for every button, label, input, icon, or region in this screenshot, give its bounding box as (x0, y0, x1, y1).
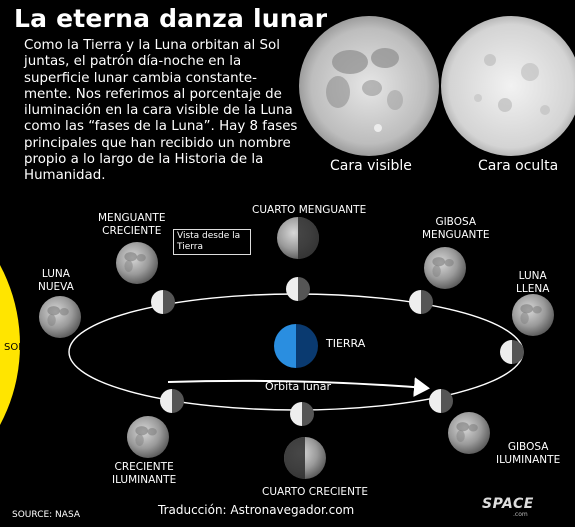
space-logo: SPACE (482, 496, 534, 512)
label-gibosa-iluminante: GIBOSA ILUMINANTE (496, 441, 561, 466)
translation-credit: Traducción: Astronavegador.com (158, 503, 355, 517)
source-note: SOURCE: NASA (12, 510, 80, 520)
label-creciente-iluminante: CRECIENTE ILUMINANTE (112, 461, 177, 486)
label-luna-nueva: LUNA NUEVA (38, 268, 74, 293)
label-cuarto-menguante: CUARTO MENGUANTE (252, 204, 367, 216)
orbit-moon-creciente-iluminante (160, 389, 184, 413)
orbit-moon-nueva (151, 290, 175, 314)
phase-moon-luna-llena (512, 294, 554, 336)
phase-moon-menguante-creciente (116, 242, 158, 284)
caption-visible-side: Cara visible (330, 158, 412, 174)
space-logo-suffix: .com (513, 511, 528, 518)
caption-hidden-side: Cara oculta (478, 158, 559, 174)
page-title: La eterna danza lunar (14, 4, 328, 33)
earth (274, 324, 318, 368)
orbit-moon-llena (500, 340, 524, 364)
phase-moon-luna-nueva (39, 296, 81, 338)
view-from-earth-callout: Vista desde la Tierra (173, 229, 251, 255)
phase-moon-cuarto-menguante (277, 217, 319, 259)
label-cuarto-creciente: CUARTO CRECIENTE (262, 486, 368, 498)
orbit-moon-cuarto-menguante (286, 277, 310, 301)
label-gibosa-menguante: GIBOSA MENGUANTE (422, 216, 490, 241)
orbit-direction-arrow (167, 377, 430, 398)
earth-label: TIERRA (326, 337, 366, 350)
phase-moon-creciente-iluminante (127, 416, 169, 458)
label-luna-llena: LUNA LLENA (516, 270, 550, 295)
phase-moon-cuarto-creciente (284, 437, 326, 479)
moon-hidden-side (441, 16, 575, 156)
label-menguante-creciente: MENGUANTE CRECIENTE (98, 212, 166, 237)
orbit-label: Órbita lunar (265, 380, 332, 393)
sun (0, 265, 20, 425)
orbit-moon-gibosa-iluminante (429, 389, 453, 413)
sun-label: SOL (4, 342, 24, 353)
phase-moon-gibosa-iluminante (448, 412, 490, 454)
intro-text: Como la Tierra y la Luna orbitan al Sol … (24, 38, 298, 184)
phase-moon-gibosa-menguante (424, 247, 466, 289)
moon-visible-side (299, 16, 439, 156)
orbit-moon-cuarto-creciente (290, 402, 314, 426)
orbit-moon-gibosa-menguante (409, 290, 433, 314)
